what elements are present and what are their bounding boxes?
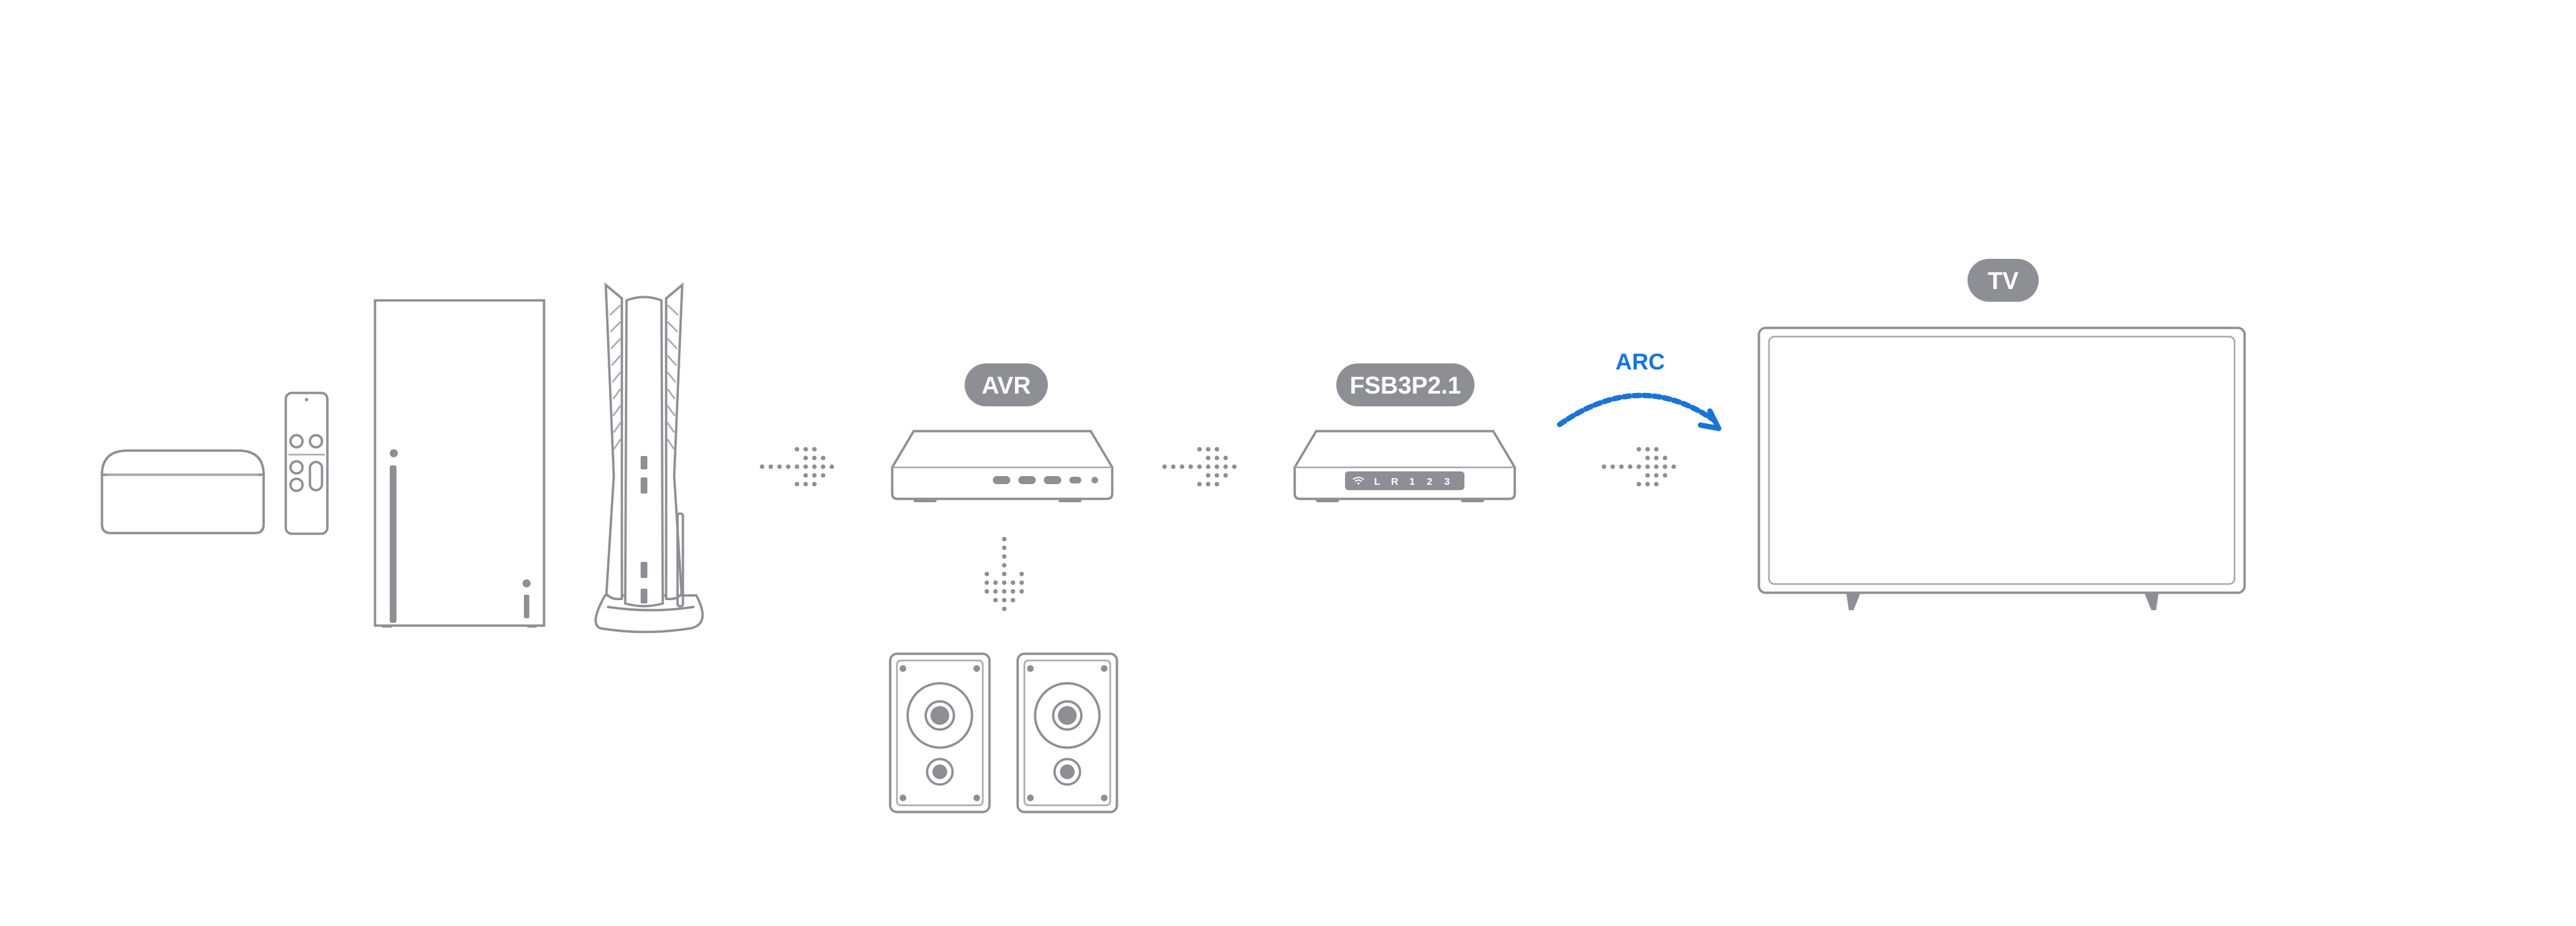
- dotted-arrow-icon: [1601, 447, 1676, 487]
- dotted-arrow-icon: [1162, 447, 1237, 487]
- tv-label-text: TV: [1988, 267, 2019, 294]
- port-3: 3: [1444, 476, 1450, 487]
- avr-label: AVR: [965, 363, 1048, 406]
- streaming-box-icon: [101, 449, 265, 534]
- speaker-icon: [889, 652, 991, 813]
- dotted-arrow-icon: [984, 536, 1024, 612]
- port-2: 2: [1427, 476, 1432, 487]
- vertical-console-icon: [594, 282, 704, 634]
- port-r: R: [1391, 476, 1399, 487]
- speaker-icon: [1016, 652, 1118, 813]
- port-1: 1: [1409, 476, 1415, 487]
- port-l: L: [1374, 476, 1380, 487]
- television-icon: [1758, 327, 2246, 610]
- dotted-arrow-icon: [759, 447, 835, 487]
- matrix-label: FSB3P2.1: [1336, 363, 1474, 406]
- matrix-label-text: FSB3P2.1: [1350, 371, 1461, 399]
- tv-label: TV: [1968, 259, 2039, 302]
- remote-control-icon: [284, 392, 329, 535]
- tower-console-icon: [374, 299, 545, 628]
- av-receiver-icon: [891, 430, 1114, 502]
- arc-label: ARC: [1615, 349, 1665, 375]
- avr-label-text: AVR: [981, 371, 1030, 399]
- wifi-icon: [1352, 477, 1364, 485]
- arc-arrow: [1557, 392, 1721, 431]
- hdmi-switch-icon: L R 1 2 3: [1293, 430, 1516, 502]
